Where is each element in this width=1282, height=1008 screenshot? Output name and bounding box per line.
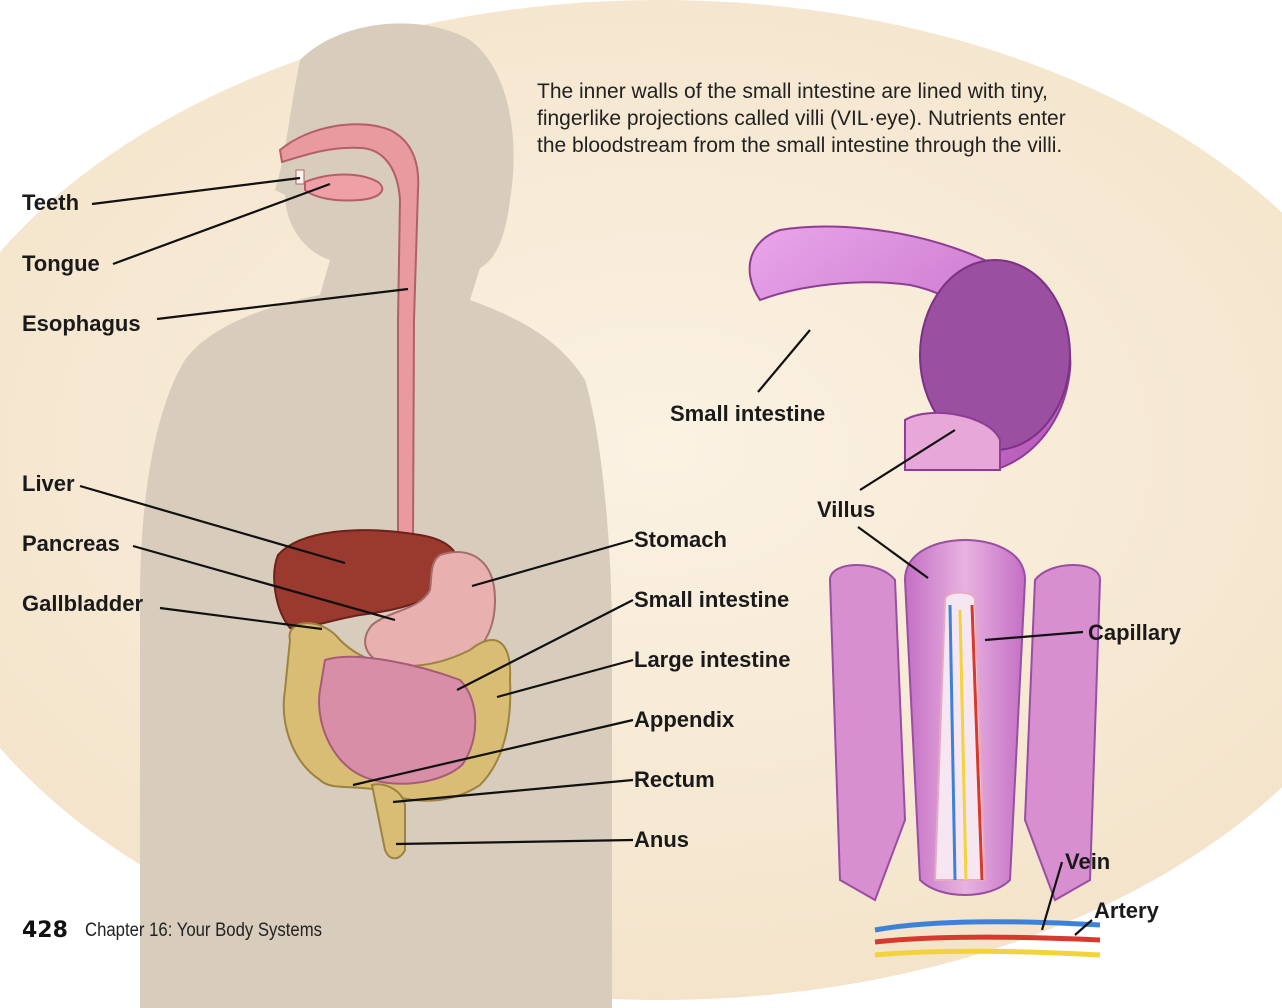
chapter-title: Chapter 16: Your Body Systems bbox=[85, 920, 322, 942]
label-capillary: Capillary bbox=[1088, 620, 1181, 646]
label-detail-small-intestine: Small intestine bbox=[670, 401, 825, 427]
label-esophagus: Esophagus bbox=[22, 311, 141, 337]
label-tongue: Tongue bbox=[22, 251, 100, 277]
page-number: 428 bbox=[22, 918, 68, 943]
teeth-shape bbox=[296, 170, 304, 184]
caption-text: The inner walls of the small intestine a… bbox=[537, 78, 1077, 159]
label-small-intestine: Small intestine bbox=[634, 587, 789, 613]
label-gallbladder: Gallbladder bbox=[22, 591, 143, 617]
label-teeth: Teeth bbox=[22, 190, 79, 216]
villus-detail bbox=[830, 540, 1100, 955]
label-pancreas: Pancreas bbox=[22, 531, 120, 557]
tongue-shape bbox=[305, 175, 382, 201]
label-stomach: Stomach bbox=[634, 527, 727, 553]
label-large-intestine: Large intestine bbox=[634, 647, 790, 673]
label-anus: Anus bbox=[634, 827, 689, 853]
label-villus: Villus bbox=[817, 497, 875, 523]
label-vein: Vein bbox=[1065, 849, 1110, 875]
label-appendix: Appendix bbox=[634, 707, 734, 733]
label-rectum: Rectum bbox=[634, 767, 715, 793]
label-liver: Liver bbox=[22, 471, 75, 497]
label-artery: Artery bbox=[1094, 898, 1159, 924]
